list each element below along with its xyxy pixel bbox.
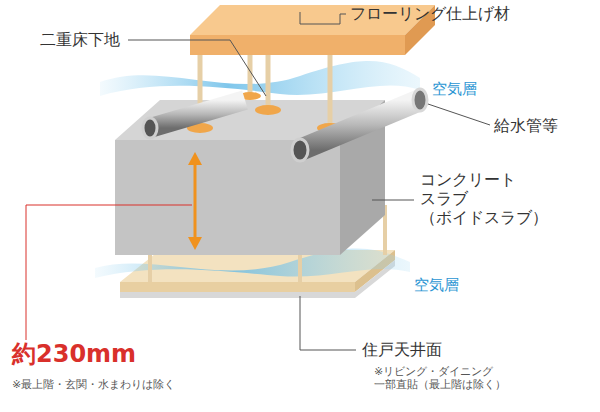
part-name: 給水管等 <box>494 116 558 135</box>
note: ※最上階・玄関・水まわりは除く <box>12 378 175 391</box>
part-name: 住戸天井面 <box>362 340 442 359</box>
leader-line <box>26 205 192 340</box>
part-name: フローリング仕上げ材 <box>350 4 510 23</box>
part-name: 二重床下地 <box>40 30 120 49</box>
water-pipes <box>143 89 427 161</box>
layer-name: 空気層 <box>414 276 459 294</box>
note: ※リビング・ダイニング 一部直貼（最上階は除く） <box>374 365 524 391</box>
dimension: 約230mm <box>12 340 136 369</box>
layer-name: 空気層 <box>432 80 477 98</box>
part-name: コンクリート スラブ （ボイドスラブ） <box>420 170 560 228</box>
dimension-arrow <box>188 152 202 250</box>
air-layer <box>100 61 420 96</box>
